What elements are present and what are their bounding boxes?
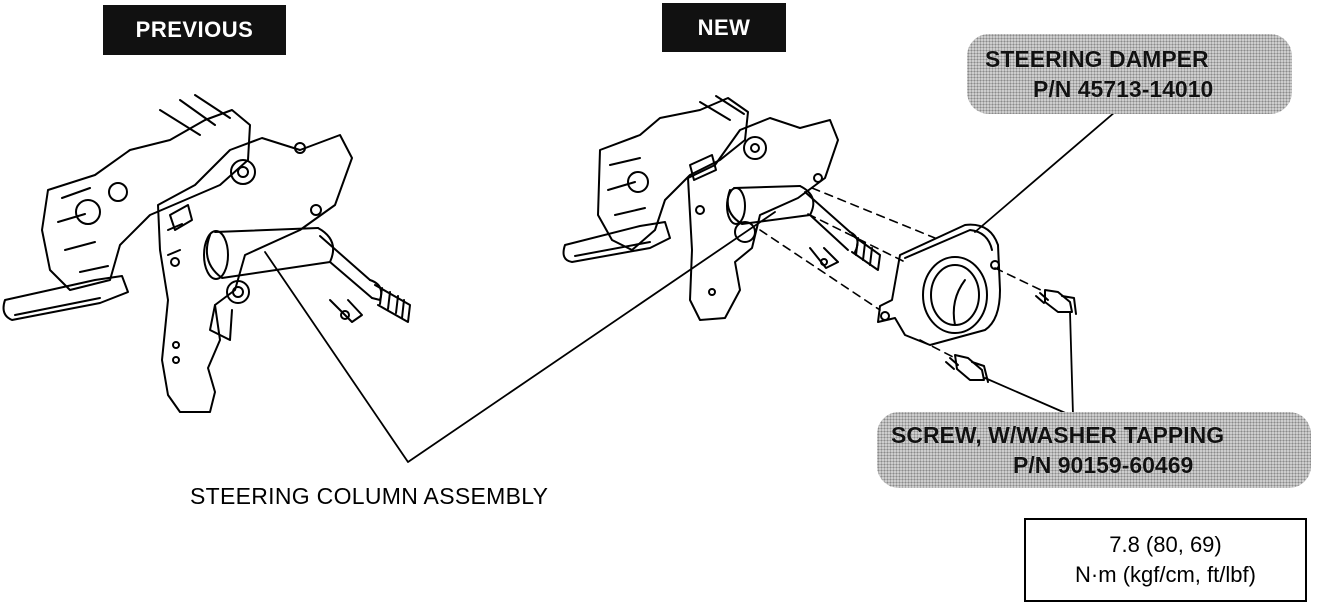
steering-damper-part [878, 225, 1000, 345]
leader-lines [265, 112, 1115, 462]
previous-steering-column [4, 95, 410, 412]
steering-column-assembly-label: STEERING COLUMN ASSEMBLY [190, 483, 549, 509]
screw-part-number: P/N 90159-60469 [1013, 452, 1194, 478]
steering-damper-callout: STEERING DAMPER P/N 45713-14010 [967, 34, 1292, 114]
torque-value: 7.8 (80, 69) [1109, 532, 1222, 557]
screw-callout: SCREW, W/WASHER TAPPING P/N 90159-60469 [877, 412, 1311, 488]
previous-tag: PREVIOUS [103, 5, 286, 55]
torque-units: N·m (kgf/cm, ft/lbf) [1075, 562, 1256, 587]
tapping-screws-part [946, 290, 1076, 382]
steering-damper-part-number: P/N 45713-14010 [1033, 76, 1214, 102]
screw-name: SCREW, W/WASHER TAPPING [891, 422, 1225, 448]
torque-spec-box: 7.8 (80, 69) N·m (kgf/cm, ft/lbf) [1024, 518, 1307, 602]
steering-damper-name: STEERING DAMPER [985, 46, 1209, 72]
explode-guide-lines [760, 188, 1045, 358]
new-steering-column [564, 96, 880, 320]
new-tag: NEW [662, 3, 786, 52]
